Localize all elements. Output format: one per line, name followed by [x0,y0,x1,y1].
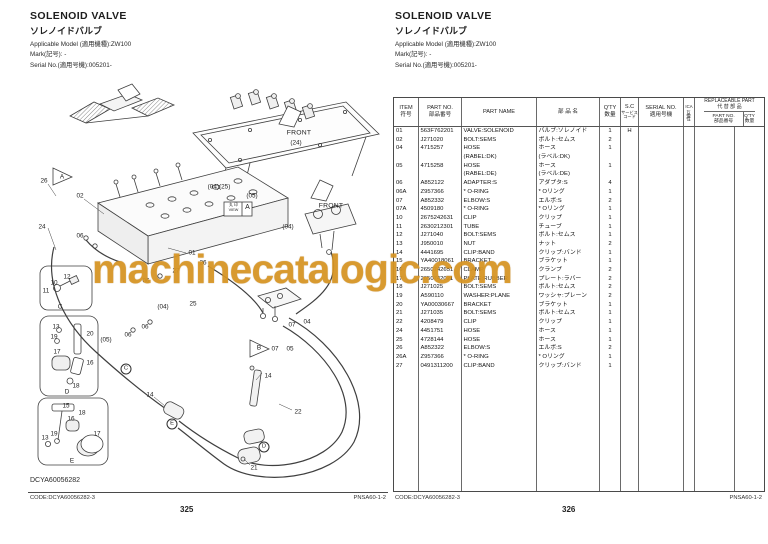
serial-line: Serial No.(適用号機):005201- [395,61,477,69]
valve-manifold-sketch [83,162,289,333]
left-header: SOLENOID VALVE ソレノイドバルブ Applicable Model… [30,10,131,69]
hose-clamps-sketch [163,365,265,465]
left-page: SOLENOID VALVE ソレノイドバルブ Applicable Model… [28,10,388,514]
left-footer-rule [28,492,388,493]
table-row: (RABEL:DK)(ラベル:DK) [394,153,764,162]
mark-line: Mark(記号): - [395,51,432,59]
page-title: SOLENOID VALVE [30,10,127,22]
col-serial-no: SERIAL NO.適用号機 [639,98,684,126]
right-page-number: 326 [562,505,576,514]
hoses-sketch [50,239,361,478]
col-part-name-jp: 部 品 名 [537,98,600,126]
mark-line: Mark(記号): - [30,51,67,59]
left-footer-doc: PNSA60-1-2 [353,495,386,501]
model-line: Applicable Model (適用機種):ZW100 [395,40,497,48]
view-b-part-sketch [257,287,302,322]
model-line: Applicable Model (適用機種):ZW100 [30,40,132,48]
drawing-id: DCYA60056282 [30,477,81,484]
page-title: SOLENOID VALVE [395,10,492,22]
right-page: SOLENOID VALVE ソレノイドバルブ Applicable Model… [390,0,768,544]
page-title-jp: ソレノイドバルブ [395,26,468,36]
front-arrow-icons [278,105,334,202]
col-replaceable-part: REPLACEABLE PART 代 替 部 品 PART NO.部品番号 Q'… [704,98,755,126]
solenoid-assembly-sketch [304,203,357,255]
right-footer-doc: PNSA60-1-2 [729,495,762,501]
view-a-box-label: 丸 印 VIEW [228,203,239,212]
col-service-code: S.C サービス コード [621,98,639,126]
detail-boxes [37,265,109,466]
leader-lines [47,183,293,466]
right-header: SOLENOID VALVE ソレノイドバルブ Applicable Model… [395,10,496,69]
page-title-jp: ソレノイドバルブ [30,26,103,36]
serial-line: Serial No.(適用号機):005201- [30,61,112,69]
col-rep-part-no: PART NO.部品番号 [704,112,745,126]
left-page-number: 325 [180,505,194,514]
view-a-box [223,201,253,217]
view-a-box-letter: A [245,204,250,211]
col-ica: ICA 互換性 [684,98,695,126]
table-filler-row [394,370,764,491]
exploded-diagram [37,83,380,478]
view-b-flag [249,339,270,358]
left-footer-code: CODE:DCYA60056282-3 [30,495,95,501]
view-a-flag [52,167,73,186]
col-part-name: PART NAME [462,98,537,126]
right-footer-code: CODE:DCYA60056282-3 [395,495,460,501]
table-row: (RABEL:DE)(ラベル:DE) [394,170,764,180]
col-part-no: PART NO.部品番号 [419,98,462,126]
clamp-part-sketch [69,83,176,124]
